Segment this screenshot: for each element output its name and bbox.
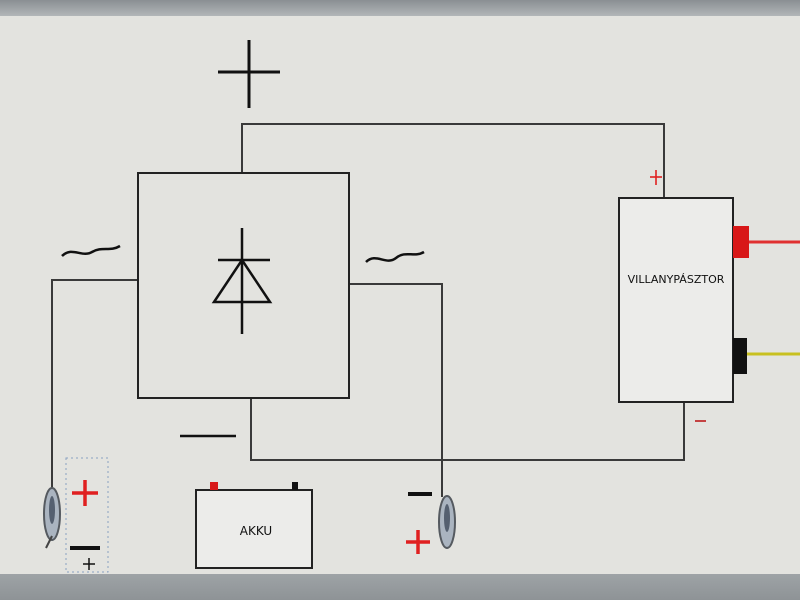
ac-right-tilde	[365, 250, 425, 263]
ac-left-tilde	[61, 244, 121, 257]
dc-plus-symbol	[218, 40, 280, 108]
battery-plus-terminal	[210, 482, 218, 490]
left-clip-plus	[72, 480, 98, 506]
energizer-box	[618, 197, 734, 403]
wire-ac-right	[348, 283, 443, 497]
window-bottom-border	[0, 574, 800, 600]
rectifier-box	[137, 172, 350, 399]
energizer-label: VILLANYPÁSZTOR	[628, 273, 725, 286]
terminal-red	[733, 226, 749, 258]
wires	[51, 123, 685, 497]
battery-minus-terminal	[292, 482, 298, 490]
left-alligator-clip	[43, 487, 61, 549]
wire-minus-to-energizer	[250, 398, 685, 461]
battery: AKKU	[195, 482, 313, 569]
energizer-plus-mark	[650, 170, 662, 185]
wire-ac-left	[51, 279, 138, 490]
right-clip-plus	[406, 530, 430, 554]
selection-box	[65, 457, 109, 573]
move-cursor-icon[interactable]	[83, 558, 95, 570]
battery-label: AKKU	[240, 524, 272, 538]
right-alligator-clip	[438, 495, 456, 549]
window-top-border	[0, 0, 800, 18]
wire-plus-to-energizer	[241, 123, 665, 198]
diode-symbol	[211, 228, 273, 334]
terminal-black	[733, 338, 747, 374]
